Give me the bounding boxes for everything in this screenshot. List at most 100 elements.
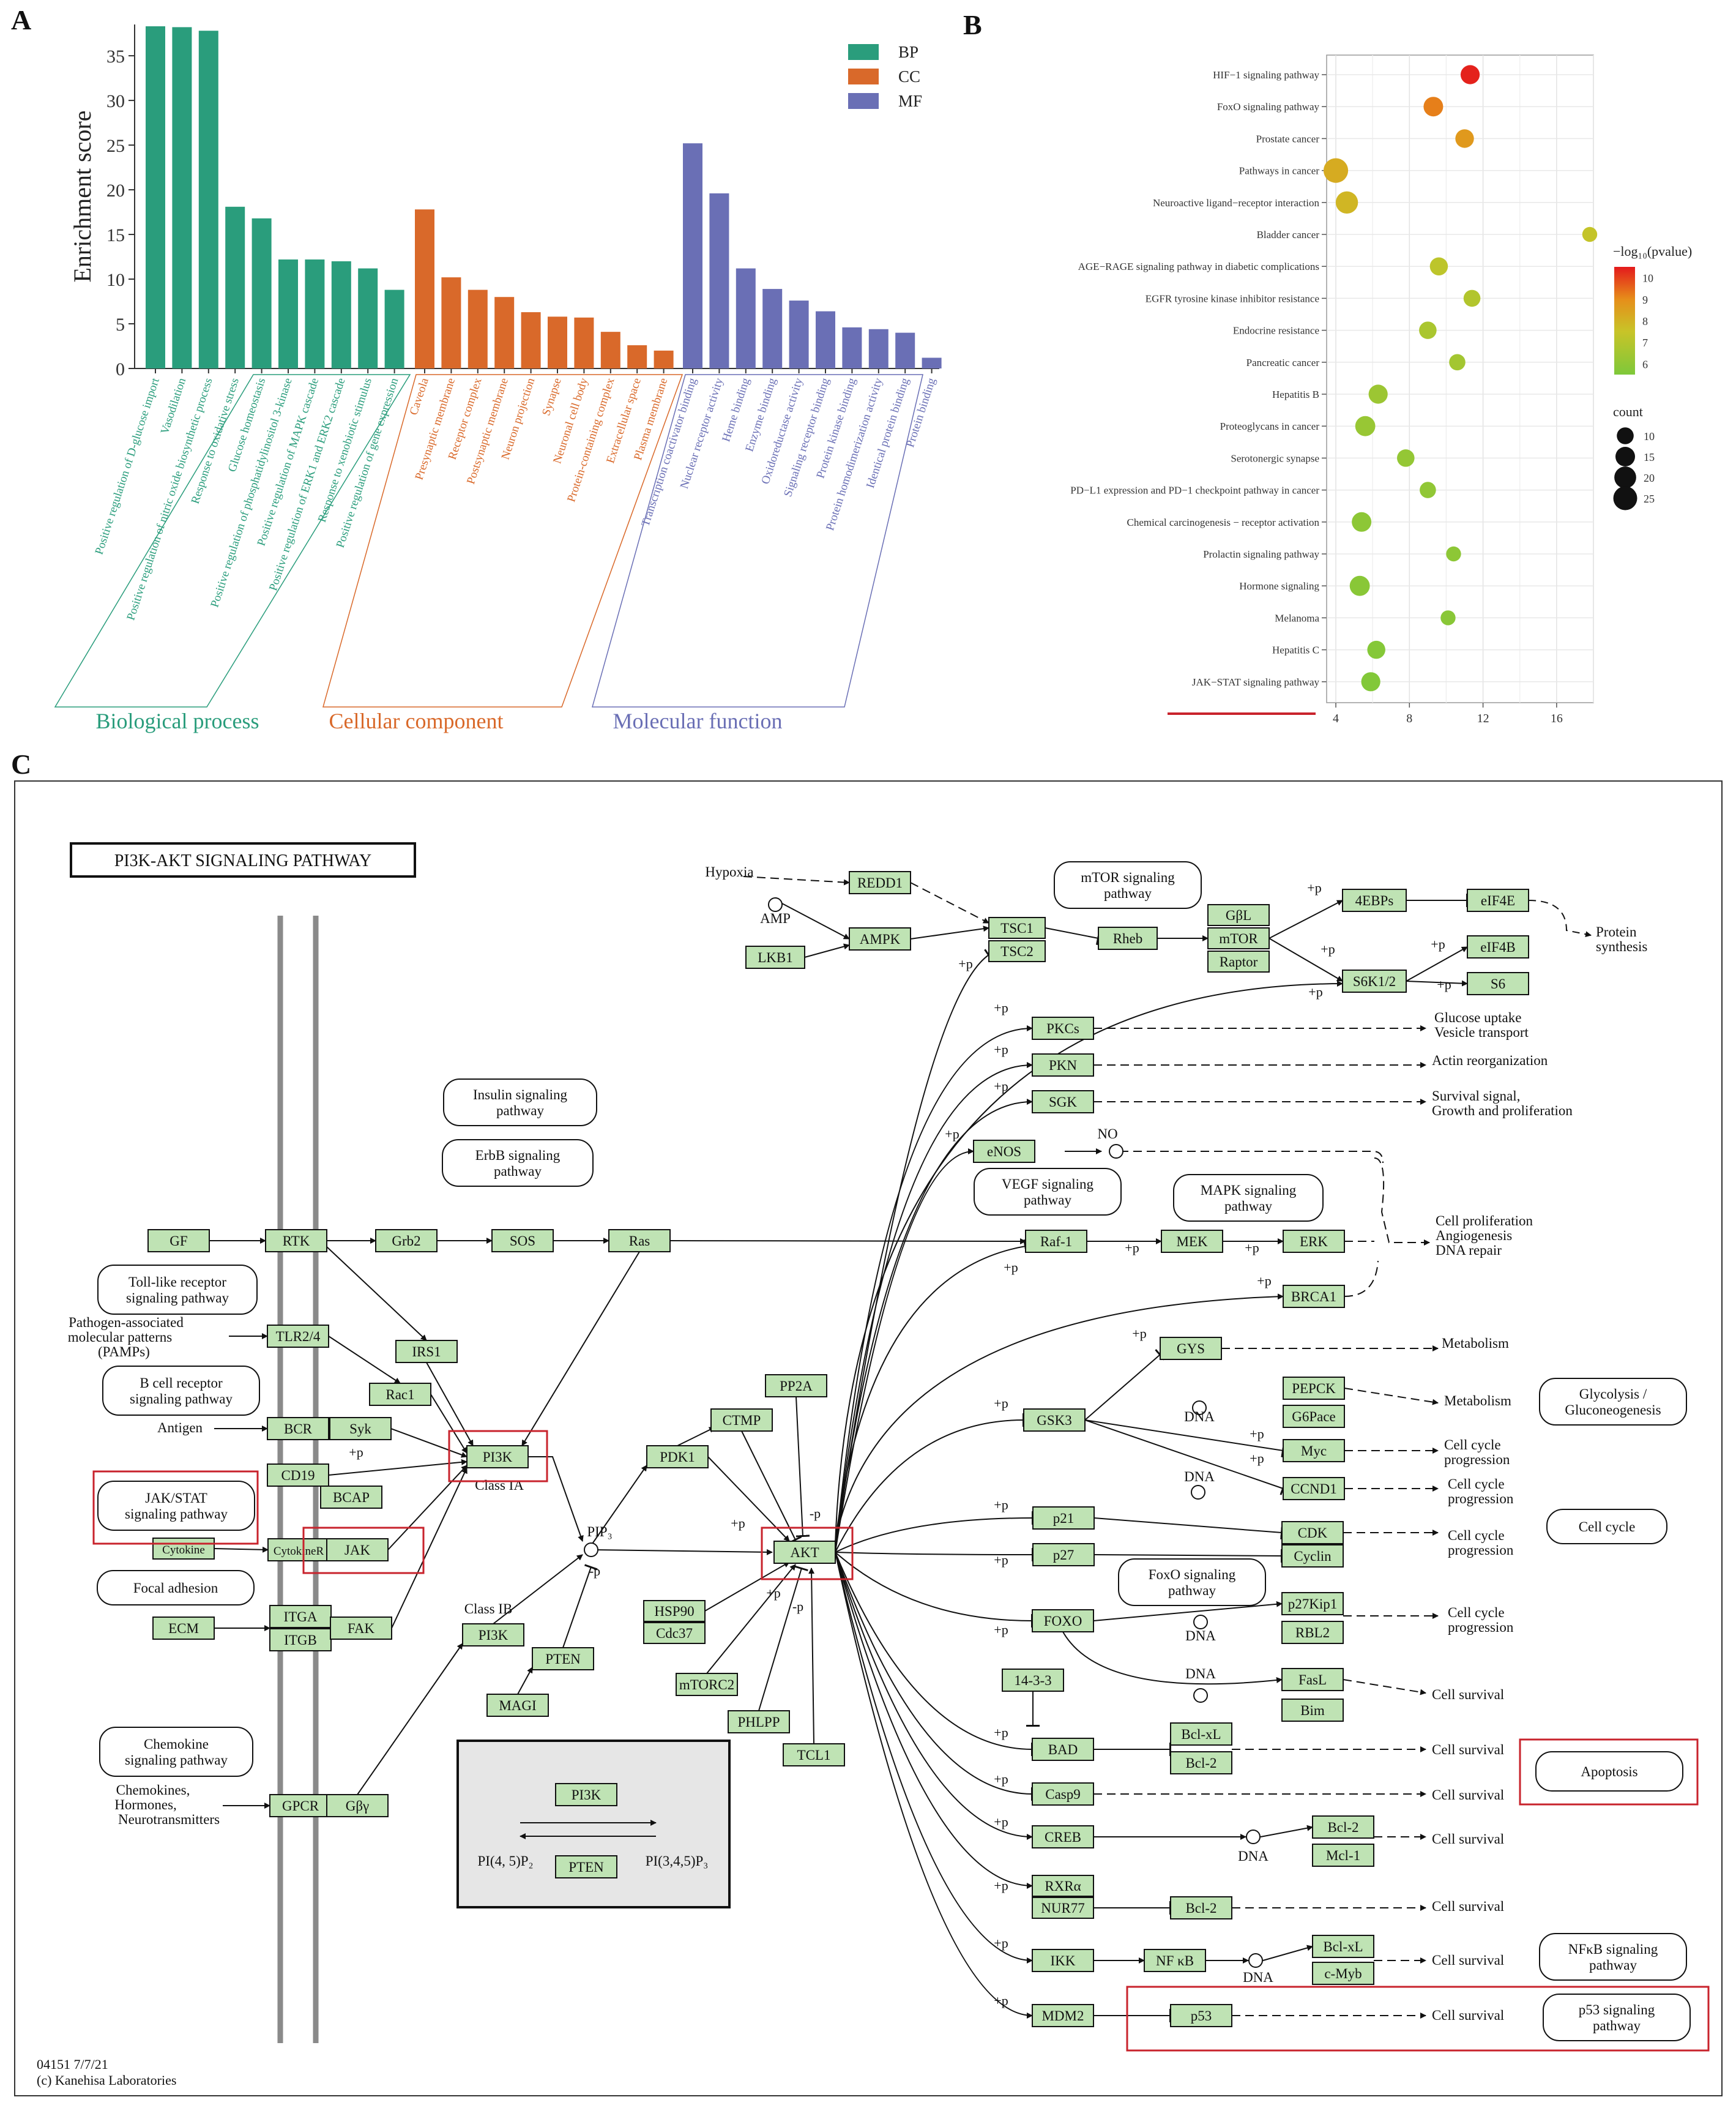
gene-node-label: Grb2 [392, 1233, 420, 1249]
gene-node-label: Bcl-2 [1185, 1901, 1216, 1916]
pathway-oval-label: signaling pathway [125, 1506, 228, 1522]
pathway-text: Cell cycle [1448, 1476, 1505, 1492]
gene-node-label: Bcl-2 [1185, 1755, 1216, 1771]
gene-node-box [1467, 935, 1529, 959]
gene-node: Bim [1281, 1699, 1344, 1722]
gene-node-box [462, 1623, 524, 1646]
gene-node-label: Raf-1 [1040, 1234, 1072, 1249]
term-label: Pathways in cancer [1239, 165, 1320, 177]
pathway-oval-shape [974, 1168, 1122, 1216]
compound-circle [768, 897, 783, 912]
phosphorylation-label: +p [731, 1516, 745, 1531]
legend-label: BP [898, 43, 918, 61]
gene-node: eNOS [973, 1140, 1035, 1163]
pathway-edge [835, 1511, 1034, 1553]
gene-node: MAGI [486, 1694, 549, 1717]
phosphorylation-label: +p [1307, 880, 1321, 895]
footer-code: 04151 7/7/21 [37, 2057, 108, 2072]
pathway-text: Pathogen-associated [69, 1315, 184, 1330]
bar-bp [358, 268, 378, 368]
pathway-oval-shape [1546, 1509, 1667, 1544]
gene-node: mTORC2 [676, 1673, 738, 1696]
pathway-edge [835, 1552, 1034, 1801]
gene-node-box [320, 1486, 382, 1509]
bar-bp [331, 261, 351, 368]
gene-node: Grb2 [375, 1229, 438, 1252]
pathway-oval-label: Chemokine [144, 1736, 209, 1752]
panel-label-c: C [11, 749, 32, 780]
pathway-oval-label: mTOR signaling [1081, 870, 1175, 885]
bubble-point [1352, 512, 1372, 532]
gene-node: PI3K [555, 1783, 617, 1806]
bar-bp [384, 290, 404, 368]
gene-node: AKT [773, 1541, 836, 1564]
pathway-edge [835, 1552, 1034, 1628]
bubble-point [1463, 290, 1481, 307]
gene-node-label: Rheb [1113, 931, 1143, 946]
bar-mf [816, 311, 835, 368]
gene-node-label: Ras [629, 1233, 650, 1249]
gene-node: Bcl-2 [1312, 1815, 1374, 1839]
legend-label: MF [898, 92, 922, 110]
term-label: Hormone signaling [1239, 580, 1319, 592]
pathway-edge [835, 981, 1343, 1544]
pathway-text: Hormones, [114, 1797, 177, 1812]
pathway-text: DNA [1184, 1469, 1215, 1484]
bar-cc [494, 297, 515, 368]
gene-node-box [267, 1463, 329, 1487]
pathway-oval-label: pathway [494, 1164, 542, 1179]
pathway-edge [795, 1396, 810, 1538]
pathway-edge [835, 1293, 1284, 1542]
gene-node-label: Cytokine [162, 1544, 205, 1557]
phosphorylation-label: -p [792, 1599, 803, 1614]
gene-node-box [1283, 1477, 1345, 1500]
gene-node: RBL2 [1281, 1621, 1344, 1644]
term-label: Melanoma [1275, 612, 1319, 624]
phosphorylation-label: +p [1004, 1260, 1018, 1275]
pathway-edge [1084, 1419, 1285, 1458]
gene-node-box [395, 1340, 458, 1363]
bubble-point [1429, 257, 1448, 275]
pathway-edge [517, 1667, 533, 1695]
pathway-oval-label: pathway [1589, 1957, 1637, 1973]
bubble-point [1419, 321, 1437, 339]
gene-node: PI3K [466, 1445, 529, 1468]
gene-node-label: CCND1 [1291, 1481, 1336, 1497]
pathway-text: PI(4, 5)P₂ [477, 1853, 533, 1869]
gene-node-box [1025, 1230, 1087, 1253]
gene-node: S6 [1467, 972, 1529, 995]
bubble-point [1460, 65, 1480, 84]
bar-bp [305, 259, 325, 368]
pathway-edge [592, 1549, 773, 1555]
pathway-oval-label: FoxO signaling [1149, 1567, 1236, 1582]
gene-node-label: S6 [1491, 976, 1505, 992]
gene-node-box [676, 1673, 738, 1696]
gene-node: ECM [152, 1617, 215, 1640]
gene-node-label: FAK [348, 1621, 375, 1636]
gene-node-box [466, 1445, 529, 1468]
gene-node: CREB [1032, 1825, 1094, 1848]
gene-node: FasL [1281, 1668, 1344, 1691]
pathway-oval: Focal adhesion [97, 1570, 255, 1605]
gene-node: GSK3 [1023, 1408, 1086, 1432]
gene-node: AMPK [849, 927, 911, 951]
gene-node: BCR [267, 1417, 329, 1440]
x-tick-label: 4 [1333, 712, 1339, 725]
gene-node-label: GβL [1226, 908, 1251, 923]
pathway-oval-shape [443, 1078, 597, 1126]
gene-node-box [375, 1229, 438, 1252]
pathway-oval-shape [1535, 1751, 1683, 1792]
gene-node: p21 [1032, 1506, 1095, 1530]
gene-node: p27Kip1 [1281, 1592, 1344, 1615]
gene-node-label: mTOR [1219, 931, 1258, 946]
pathway-text: synthesis [1596, 939, 1647, 954]
gene-node-box [267, 1417, 329, 1440]
gene-node-label: PDK1 [660, 1449, 695, 1465]
bar-bp [172, 27, 192, 369]
pathway-edge [1406, 980, 1468, 987]
gene-node-box [147, 1229, 210, 1252]
pathway-text: DNA [1185, 1628, 1216, 1643]
gene-node-label: REDD1 [857, 875, 903, 891]
pathway-oval-label: Gluconeogenesis [1565, 1402, 1661, 1418]
